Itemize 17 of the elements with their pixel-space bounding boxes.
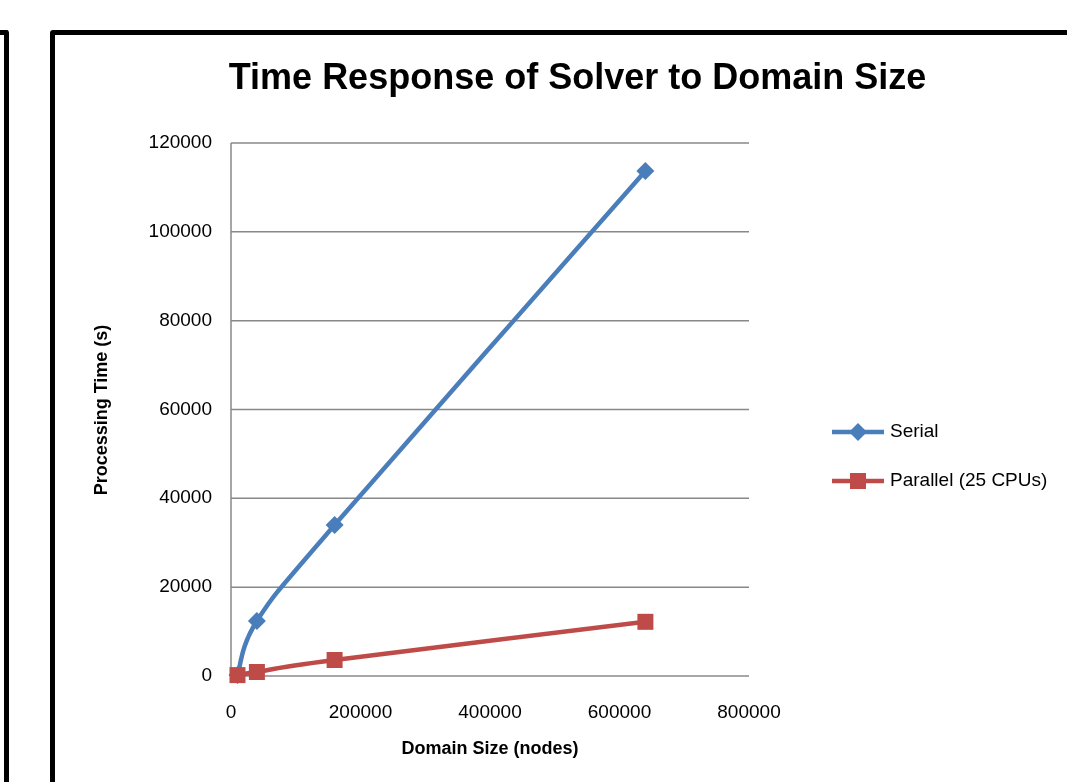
axis-title: Processing Time (s) [90,324,112,496]
tick-label: 0 [201,664,212,686]
tick-label: 200000 [328,701,393,723]
axis-title: Domain Size (nodes) [400,738,580,759]
tick-label: 60000 [159,397,212,420]
tick-label: 120000 [148,131,212,153]
tick-label: 20000 [159,575,212,598]
chart-title: Time Response of Solver to Domain Size [227,56,928,98]
tick-label: 80000 [159,308,212,331]
legend-label: Parallel (25 CPUs) [890,469,1048,491]
tick-label: 800000 [717,701,781,723]
tick-label: 40000 [159,486,212,509]
tick-label: 400000 [458,701,522,723]
tick-label: 100000 [148,219,212,242]
tick-label: 0 [225,701,237,723]
tick-label: 600000 [587,701,652,723]
legend-label: Serial [890,420,939,442]
